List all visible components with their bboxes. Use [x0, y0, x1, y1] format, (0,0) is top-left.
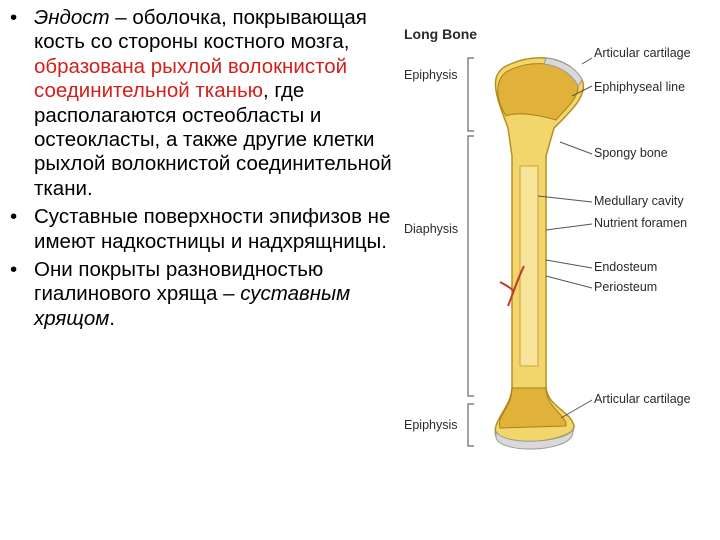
label-epiphysis-bottom: Epiphysis: [404, 418, 458, 432]
text-b2: Суставные поверхности эпифизов не имеют …: [34, 205, 390, 252]
bullet-dot: •: [10, 6, 17, 30]
bullet-dot: •: [10, 258, 17, 282]
label-epiphysis-top: Epiphysis: [404, 68, 458, 82]
bullet-dot: •: [10, 205, 17, 229]
bullet-cartilage: • Они покрыты разновидностью гиалинового…: [8, 258, 398, 331]
label-diaphysis: Diaphysis: [404, 222, 458, 236]
label-periosteum: Periosteum: [594, 280, 657, 294]
term-endosteum: Эндост: [34, 6, 110, 29]
label-articular-cartilage-bottom: Articular cartilage: [594, 392, 691, 406]
bullet-articular-surfaces: • Суставные поверхности эпифизов не имею…: [8, 205, 398, 254]
medullary-cavity: [520, 166, 538, 366]
label-medullary-cavity: Medullary cavity: [594, 194, 684, 208]
text-column: • Эндост – оболочка, покрывающая кость с…: [8, 6, 398, 335]
text-b3-end: .: [109, 307, 115, 330]
label-nutrient-foramen: Nutrient foramen: [594, 216, 687, 230]
label-articular-cartilage-top: Articular cartilage: [594, 46, 691, 60]
label-spongy-bone: Spongy bone: [594, 146, 668, 160]
label-endosteum: Endosteum: [594, 260, 657, 274]
region-brackets: [468, 58, 474, 446]
bullet-endosteum: • Эндост – оболочка, покрывающая кость с…: [8, 6, 398, 201]
figure-title: Long Bone: [404, 26, 477, 42]
label-epiphyseal-line: Ephiphyseal line: [594, 80, 685, 94]
long-bone-figure: Long Bone Epiphysis Diaphysis Epiphysis …: [396, 16, 714, 456]
